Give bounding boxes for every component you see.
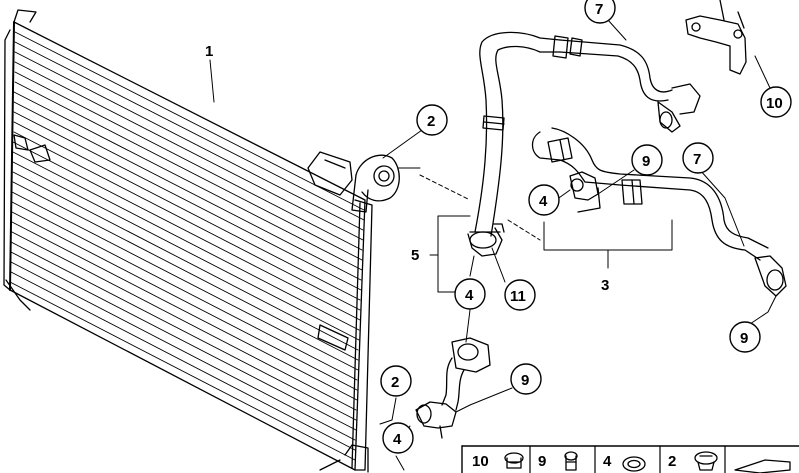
callout-circle-2-lower xyxy=(380,365,412,397)
callout-11: 11 xyxy=(510,288,526,305)
callout-9-lower: 9 xyxy=(521,372,529,389)
callout-circle-9-right xyxy=(729,321,761,353)
part-label-1: 1 xyxy=(205,43,213,60)
callout-4-lower: 4 xyxy=(393,431,402,448)
hose-part-3 xyxy=(531,127,787,297)
callout-circle-4-mid xyxy=(528,184,560,216)
part-label-3: 3 xyxy=(601,277,609,294)
pipe-lower xyxy=(415,337,491,439)
callout-9-mid: 9 xyxy=(642,153,650,170)
callout-7-mid: 7 xyxy=(693,151,701,168)
hose-part-5 xyxy=(467,31,561,257)
callout-7-top: 7 xyxy=(595,1,603,18)
callout-circle-4-left xyxy=(454,278,486,310)
callout-circle-7-top xyxy=(584,0,616,24)
screw-icon xyxy=(504,452,524,469)
hose-part-7-upper xyxy=(552,35,701,133)
callout-circle-9-mid xyxy=(631,144,663,176)
callout-4-left: 4 xyxy=(465,287,474,304)
callout-4-mid: 4 xyxy=(539,193,548,210)
part-label-5: 5 xyxy=(411,247,419,264)
callout-9-right: 9 xyxy=(740,330,748,347)
o-ring-icon xyxy=(622,456,646,472)
bracket-part-10 xyxy=(685,0,747,75)
callout-circles xyxy=(380,0,792,454)
callout-circle-10 xyxy=(760,86,792,118)
legend-label-10: 10 xyxy=(472,453,489,470)
callout-circle-4-lower xyxy=(382,422,414,454)
clip-icon xyxy=(694,451,718,471)
radiator-fins xyxy=(9,31,365,461)
cooler-radiator xyxy=(3,9,400,473)
callout-circle-9-lower xyxy=(510,363,542,395)
callout-circle-7-mid xyxy=(682,142,714,174)
leader-lines xyxy=(209,19,777,471)
callout-2-lower: 2 xyxy=(391,374,399,391)
legend-label-9: 9 xyxy=(538,453,546,470)
arrow-icon xyxy=(734,459,791,473)
callout-circle-11 xyxy=(504,279,536,311)
callout-2-top: 2 xyxy=(427,113,435,130)
legend-label-4: 4 xyxy=(603,453,612,470)
parts-legend xyxy=(461,445,799,473)
legend-label-2: 2 xyxy=(668,453,676,470)
callout-circle-2-top xyxy=(416,104,448,136)
callout-10: 10 xyxy=(766,95,783,112)
bolt-icon xyxy=(564,451,578,471)
